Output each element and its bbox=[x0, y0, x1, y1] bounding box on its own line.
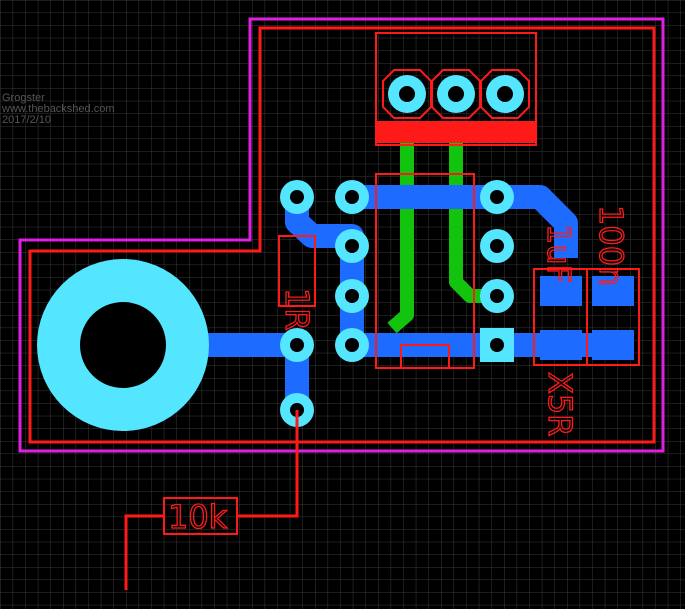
bottom-trace-top bbox=[352, 185, 578, 258]
connector-silk-outline bbox=[375, 32, 537, 146]
connector-silk-bar bbox=[376, 121, 536, 143]
ic-footprint bbox=[335, 173, 514, 369]
r2-lead-left bbox=[124, 514, 164, 590]
r2-label: 10k bbox=[168, 498, 228, 536]
smd-pad-c1-bottom bbox=[540, 330, 582, 360]
r1-silk-outline bbox=[278, 235, 316, 307]
watermark-site: www.thebackshed.com bbox=[1, 103, 115, 115]
smd-pads bbox=[540, 276, 634, 360]
c2-silk-outline bbox=[586, 268, 640, 366]
r1-label: 1R bbox=[278, 288, 316, 331]
capacitors: 1uF 100n X5R bbox=[533, 204, 640, 437]
ic-notch bbox=[400, 344, 450, 368]
mounting-hole bbox=[37, 259, 209, 431]
r2-lead-right bbox=[237, 410, 299, 518]
c1-label: 1uF bbox=[540, 224, 578, 283]
ic-silk-outline bbox=[375, 173, 475, 369]
r2-silk-outline bbox=[163, 497, 238, 535]
c2-label: 100n bbox=[592, 205, 630, 286]
c-dielectric-label: X5R bbox=[541, 372, 579, 437]
smd-pad-c1-top bbox=[540, 276, 582, 306]
keepout-outline bbox=[28, 26, 656, 444]
watermark: Grogster www.thebackshed.com 2017/2/10 bbox=[1, 92, 115, 126]
connector-pin-outline-3 bbox=[480, 69, 530, 119]
connector-pin-outline-2 bbox=[431, 69, 481, 119]
connector-pin-outline-1 bbox=[382, 69, 432, 119]
watermark-author: Grogster bbox=[2, 92, 45, 104]
smd-pad-c2-top bbox=[592, 276, 634, 306]
resistor-r2: 10k bbox=[124, 410, 299, 590]
connector-terminal bbox=[375, 32, 537, 146]
ic-pins bbox=[335, 180, 514, 362]
smd-pad-c2-bottom bbox=[592, 330, 634, 360]
watermark-date: 2017/2/10 bbox=[2, 114, 51, 126]
board-outline bbox=[18, 17, 665, 453]
